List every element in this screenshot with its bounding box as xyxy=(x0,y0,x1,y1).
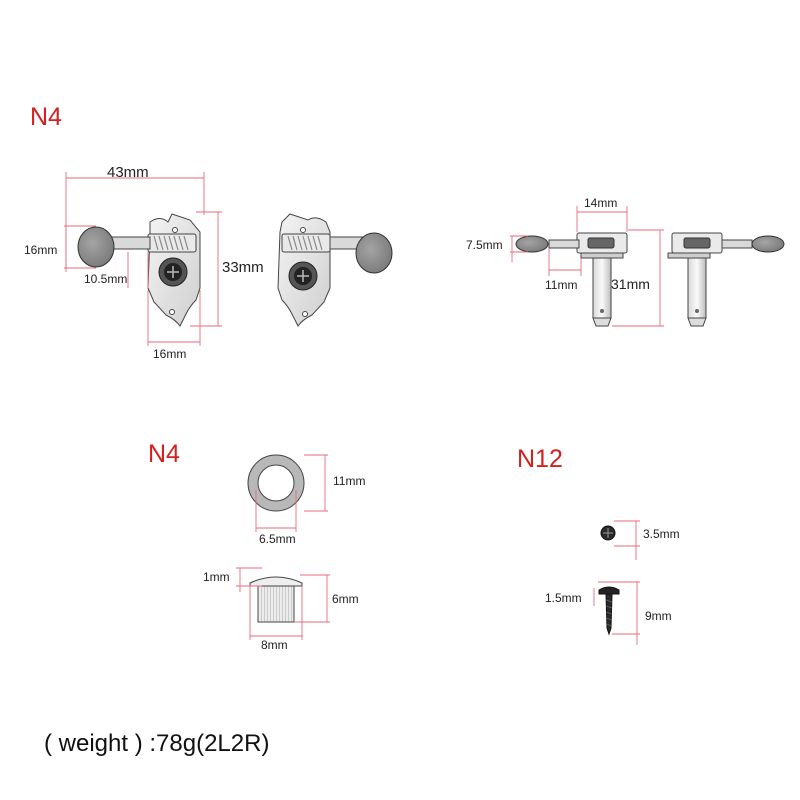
side-tuner-dimensions xyxy=(510,206,664,327)
dim-knob-height: 16mm xyxy=(24,243,57,257)
bushings-quantity-label: N4 xyxy=(148,440,180,468)
right-tuner-side xyxy=(667,232,785,327)
dim-post-length: 31mm xyxy=(611,276,650,292)
dim-screw-head: 3.5mm xyxy=(643,527,680,541)
dim-side-shaft: 11mm xyxy=(545,278,577,292)
dim-side-gear-width: 14mm xyxy=(584,196,617,210)
screw-head-view xyxy=(600,520,640,560)
dim-plate-width: 16mm xyxy=(153,347,186,361)
dim-screw-length: 9mm xyxy=(645,609,672,623)
tuners-quantity-label: N4 xyxy=(30,103,62,131)
dim-bushing-lip: 1mm xyxy=(203,570,230,584)
dim-side-knob-height: 7.5mm xyxy=(466,238,503,252)
dim-shaft-length: 10.5mm xyxy=(84,272,127,286)
dim-screw-shank: 1.5mm xyxy=(545,591,582,605)
left-tuner-front xyxy=(77,213,201,327)
right-tuner-front xyxy=(277,213,393,327)
dim-washer-outer: 11mm xyxy=(333,474,365,488)
bushing xyxy=(236,567,330,640)
washer xyxy=(247,454,328,532)
left-tuner-side xyxy=(515,232,628,327)
dim-washer-inner: 6.5mm xyxy=(259,532,296,546)
dim-tuner-width: 43mm xyxy=(107,164,149,181)
screw-side-view xyxy=(593,581,640,645)
dim-bushing-diameter: 8mm xyxy=(261,638,288,652)
left-tuner-dimensions xyxy=(64,172,222,346)
dim-plate-height: 33mm xyxy=(222,259,264,276)
dim-bushing-height: 6mm xyxy=(332,592,359,606)
screws-quantity-label: N12 xyxy=(517,445,563,473)
weight-label: ( weight ) :78g(2L2R) xyxy=(44,730,270,757)
